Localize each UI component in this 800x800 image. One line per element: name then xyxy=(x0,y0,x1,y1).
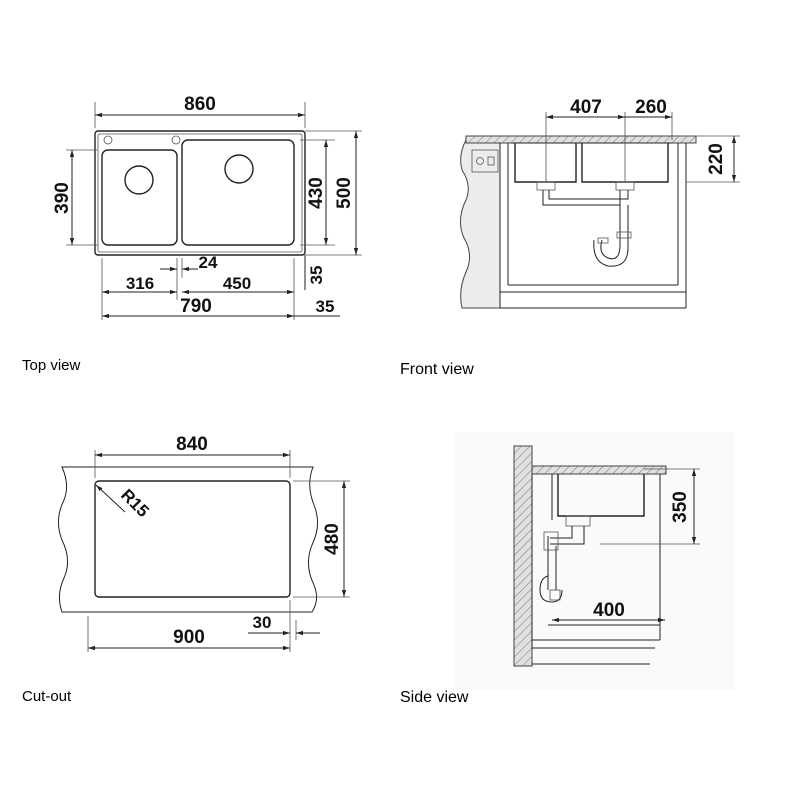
large-bowl-drain xyxy=(224,154,254,184)
cutout-rect xyxy=(94,480,291,598)
dim-overall-height: 500 xyxy=(334,177,355,209)
dim-small-bowl-width: 316 xyxy=(126,274,154,293)
dim-counter-width: 900 xyxy=(173,627,205,648)
dim-offset-bottom: 35 xyxy=(307,266,326,285)
front-left-bowl xyxy=(514,143,577,183)
dim-drain-offset: 400 xyxy=(593,600,625,621)
dim-cut-height: 480 xyxy=(322,523,343,555)
siphon-pipe xyxy=(593,205,629,267)
sink-outline xyxy=(94,130,306,256)
dim-overall-width: 860 xyxy=(184,94,216,115)
drain-pipe xyxy=(542,190,629,206)
dim-drain-right: 260 xyxy=(635,97,667,118)
caption-side-view: Side view xyxy=(400,689,469,706)
dim-cut-width: 840 xyxy=(176,434,208,455)
small-bowl xyxy=(101,149,178,246)
side-view: 350 400 Side view xyxy=(400,432,735,706)
countertop xyxy=(465,135,697,144)
dim-margin: 30 xyxy=(253,613,272,632)
dim-divider: 24 xyxy=(199,253,218,272)
dim-drain-left: 407 xyxy=(570,97,602,118)
top-view: 860 390 430 500 35 24 316 450 xyxy=(22,94,362,374)
wall xyxy=(513,445,533,667)
dim-inner-width: 790 xyxy=(180,296,212,317)
side-drain-pipe xyxy=(547,526,585,590)
small-bowl-drain xyxy=(124,165,154,195)
sink-rim xyxy=(97,133,303,253)
countertop-outline xyxy=(58,466,318,613)
control-panel-icon xyxy=(471,149,499,173)
dim-radius: R15 xyxy=(117,485,152,520)
large-bowl xyxy=(181,139,295,246)
dim-large-bowl-width: 450 xyxy=(223,274,251,293)
side-countertop xyxy=(531,465,667,475)
dim-depth: 220 xyxy=(706,143,727,175)
front-view: 407 260 220 Front view xyxy=(400,97,740,378)
dim-large-bowl-height: 430 xyxy=(306,177,327,209)
caption-cutout: Cut-out xyxy=(22,688,72,705)
dim-bowl-depth: 350 xyxy=(670,491,691,523)
dim-small-bowl-height: 390 xyxy=(52,182,73,214)
caption-front-view: Front view xyxy=(400,361,474,378)
cutout-view: 840 R15 480 900 30 Cut-out xyxy=(22,434,350,705)
side-bowl xyxy=(557,474,645,517)
cabinet-left-panel xyxy=(460,139,501,309)
overflow-icon xyxy=(171,135,181,145)
dim-offset-right: 35 xyxy=(316,297,335,316)
tap-hole-icon xyxy=(103,135,113,145)
caption-top-view: Top view xyxy=(22,357,81,374)
